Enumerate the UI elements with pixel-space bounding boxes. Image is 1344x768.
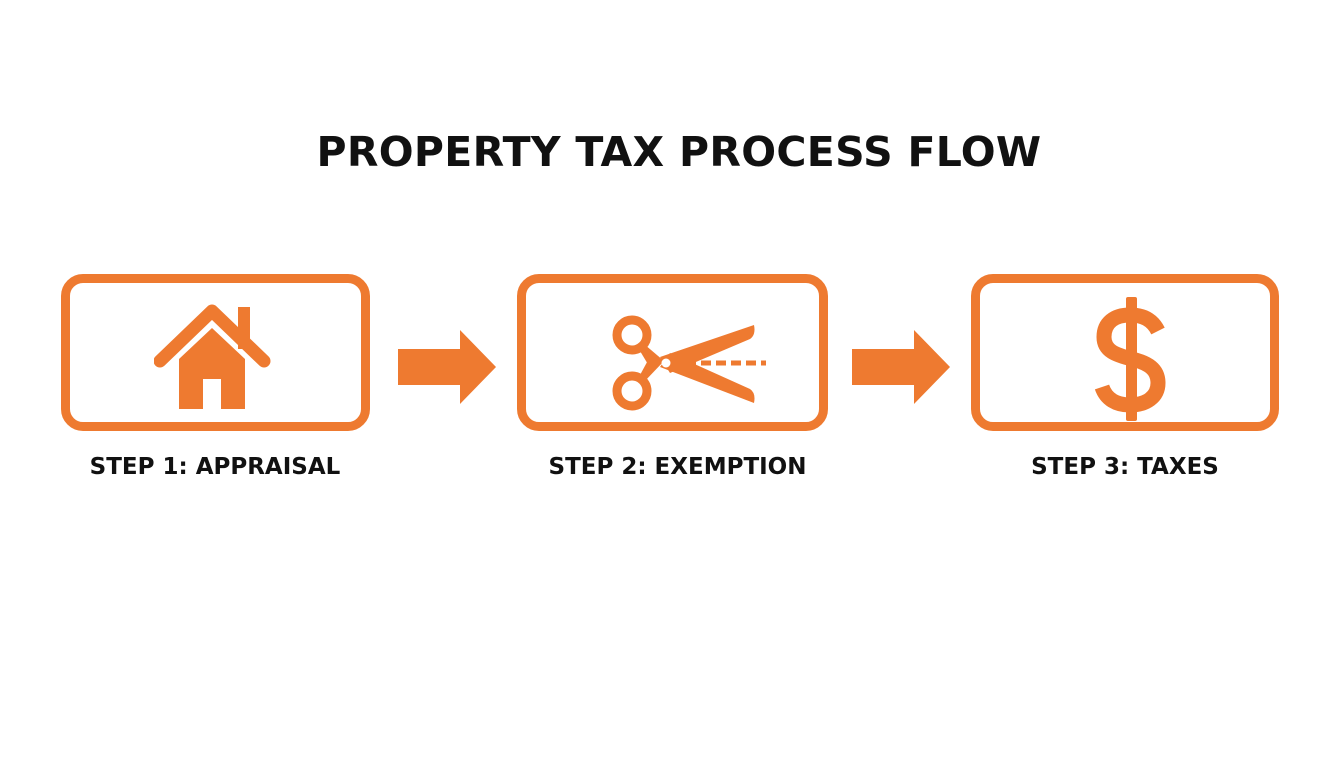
arrow-right-icon: [398, 330, 496, 404]
step-2-box: [517, 274, 828, 431]
scissors-icon: [612, 315, 766, 411]
step-3-box: [971, 274, 1279, 431]
house-icon: [154, 304, 271, 409]
arrow-right-icon: [852, 330, 950, 404]
step-2-label: STEP 2: EXEMPTION: [548, 454, 807, 480]
step-1-box: [61, 274, 370, 431]
step-1-label: STEP 1: APPRAISAL: [89, 454, 341, 480]
dollar-icon: [1094, 297, 1166, 421]
diagram-title: PROPERTY TAX PROCESS FLOW: [316, 128, 1042, 176]
step-3-label: STEP 3: TAXES: [1031, 454, 1219, 480]
